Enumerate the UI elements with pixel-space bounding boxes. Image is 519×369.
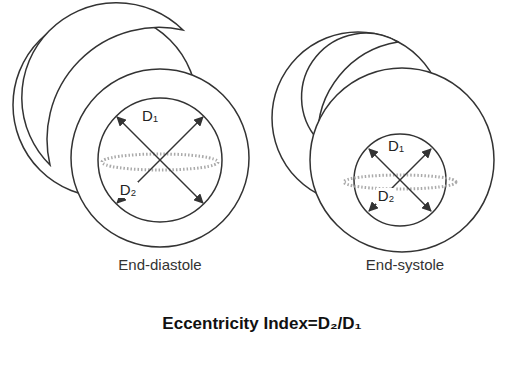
diameter-label: D₂ xyxy=(118,182,139,199)
diameter-arrow xyxy=(117,117,203,203)
phase-caption: End-systole xyxy=(366,257,444,274)
formula-caption: Eccentricity Index=D₂/D₁ xyxy=(162,315,361,334)
diameter-label: D₂ xyxy=(376,188,397,205)
lv-wall xyxy=(71,69,249,247)
lv-wall xyxy=(310,68,494,252)
mitral-ring xyxy=(344,175,456,189)
diameter-arrow xyxy=(369,149,431,211)
mitral-ring xyxy=(102,154,218,170)
diameter-arrow xyxy=(117,117,203,203)
diameter-label: D₁ xyxy=(386,138,406,155)
lv-cavity xyxy=(354,134,446,226)
diameter-label: D₁ xyxy=(140,108,160,125)
phase-caption: End-diastole xyxy=(118,257,201,274)
diameter-arrow xyxy=(369,149,431,211)
lv-cavity xyxy=(98,98,222,222)
